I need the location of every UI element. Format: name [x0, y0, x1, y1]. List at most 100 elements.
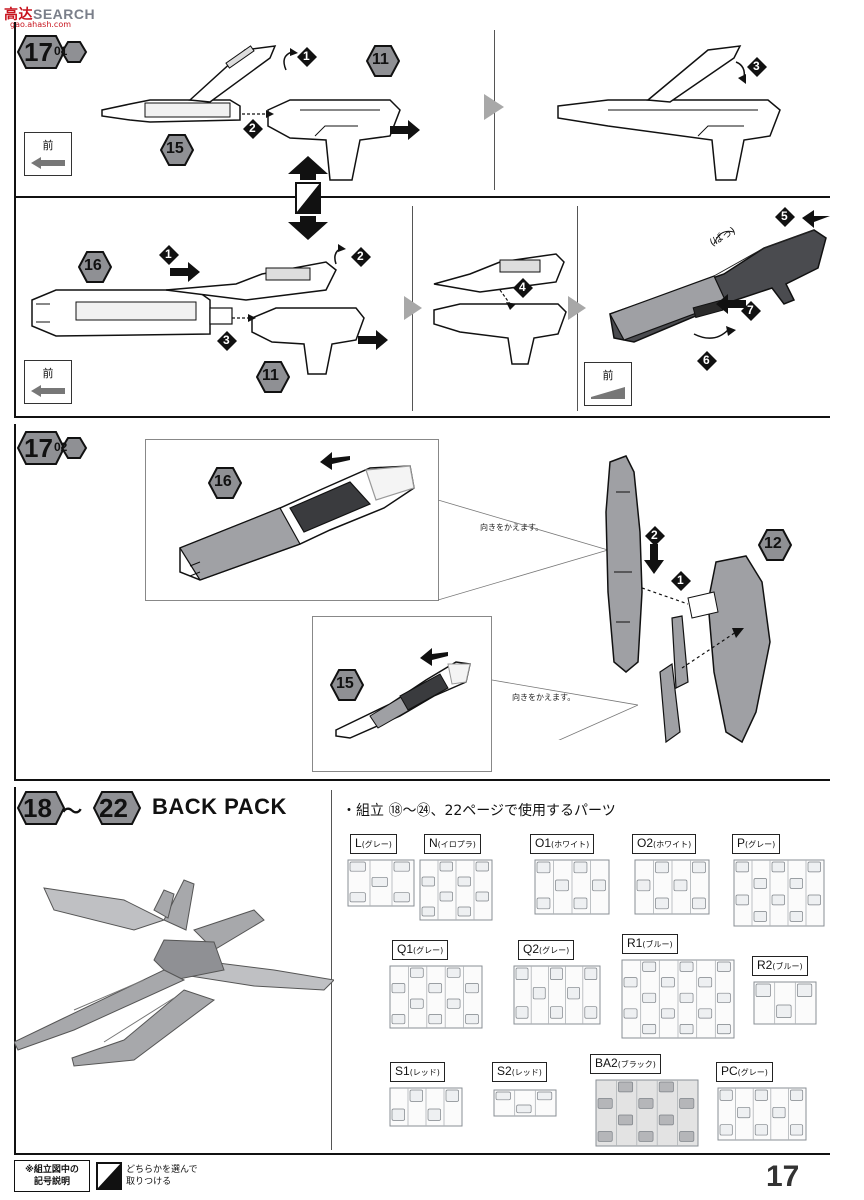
part-16-detail-drawing [179, 452, 415, 581]
part-num-12: 12 [764, 535, 782, 552]
part-hex-15-detail [329, 668, 365, 707]
page-number: 17 [766, 1160, 800, 1193]
progress-arrow-icon-b [404, 296, 422, 320]
part-num-11-b: 11 [262, 367, 279, 384]
runner-code: Q2 [523, 942, 540, 956]
section-18-22-divider [331, 790, 332, 1150]
part-num-15-top: 15 [166, 140, 184, 157]
rifle-assembly-drawing-a [101, 45, 420, 181]
step-badge-17-02 [16, 430, 88, 471]
runner-color-note: (グレー) [539, 946, 570, 955]
arrow-step-badge-2a [242, 118, 264, 145]
runner-code: L [355, 836, 362, 850]
runner-color-note: (レッド) [511, 1068, 542, 1077]
arrow-num-5: 5 [781, 209, 788, 223]
front-direction-box-c: 前 [584, 362, 632, 406]
step-sub-01: 01 [54, 44, 68, 58]
step-number-18: 18 [23, 793, 52, 823]
runner-color-note: (レッド) [409, 1068, 440, 1077]
step-range-tilde: 〜 [62, 799, 82, 823]
runner-label-n: N(イロプラ) [424, 834, 481, 854]
arrow-step-badge-1c [670, 570, 692, 597]
leader-lines [438, 500, 638, 740]
back-pack-title: BACK PACK [152, 794, 287, 819]
arrow-num-1a: 1 [303, 49, 310, 63]
arrow-step-badge-3b [216, 330, 238, 357]
part-num-15-detail: 15 [336, 675, 354, 692]
rifle-assembly-drawing-b [31, 244, 388, 375]
shield-assembly-drawing [605, 455, 771, 744]
runner-label-s2: S2(レッド) [492, 1062, 547, 1082]
runner-label-r2: R2(ブルー) [752, 956, 808, 976]
arrow-step-badge-7 [740, 300, 762, 327]
runner-code: Q1 [397, 942, 414, 956]
runner-label-p: P(グレー) [732, 834, 781, 854]
front-label-b: 前 [42, 367, 54, 380]
step-badge-17-01 [16, 34, 88, 70]
runner-label-l: L(グレー) [350, 834, 397, 854]
progress-arrow-icon-a [484, 94, 504, 120]
runner-code: R1 [627, 936, 643, 950]
arrow-step-badge-4 [512, 277, 534, 304]
runner-color-note: (グレー) [745, 840, 776, 849]
part-hex-11-top [365, 44, 401, 83]
part-hex-16-b [77, 250, 113, 289]
step-number-22: 22 [99, 793, 128, 823]
legend-text-line-1: どちらかを選んで [126, 1165, 198, 1175]
runner-sprue-q2 [513, 965, 601, 1025]
front-arrow-icon-a [31, 157, 65, 169]
runner-code: S2 [497, 1064, 512, 1078]
section-17-02-left-border [14, 424, 16, 780]
front-arrow-icon-c [591, 387, 625, 399]
front-label-a: 前 [42, 139, 54, 152]
back-pack-drawing [14, 879, 334, 1067]
runner-color-note: (ホワイト) [551, 840, 590, 849]
runner-sprue-s1 [389, 1087, 463, 1127]
runner-color-note: (ブルー) [772, 962, 803, 971]
watermark-char-b: 达 [18, 6, 33, 22]
section-17-01-left-border [14, 22, 16, 417]
runner-color-note: (ブルー) [642, 940, 673, 949]
runner-code: PC [721, 1064, 738, 1078]
arrow-step-badge-2c [644, 525, 666, 552]
arrow-num-2a: 2 [249, 121, 256, 135]
choose-one-symbol [288, 156, 328, 240]
arrow-num-2c: 2 [651, 528, 658, 542]
runner-color-note: (ホワイト) [653, 840, 692, 849]
runner-label-q1: Q1(グレー) [392, 940, 449, 960]
runner-label-pc: PC(グレー) [716, 1062, 773, 1082]
arrow-num-2b: 2 [357, 249, 364, 263]
step-sub-02: 02 [54, 440, 68, 454]
runner-sprue-pc [717, 1087, 807, 1141]
legend-title-line-2: 記号説明 [33, 1177, 70, 1187]
runner-code: N [429, 836, 438, 850]
part-15-detail-drawing [335, 648, 471, 739]
section-17-01-mid-divider [14, 196, 830, 198]
runner-sprue-p [733, 859, 825, 927]
watermark-char-a: 高 [4, 6, 19, 22]
step-badge-17-02-shape [16, 431, 88, 465]
reverse-note-b: 向きをかえます。 [512, 693, 576, 702]
reverse-note-a: 向きをかえます。 [480, 523, 544, 532]
arrow-num-1c: 1 [677, 573, 684, 587]
section-17-02-bottom-border [14, 779, 830, 781]
runner-sprue-o2 [634, 859, 710, 915]
arrow-num-3a: 3 [753, 59, 760, 73]
section-18-22-bottom-border [14, 1153, 830, 1155]
runner-color-note: (グレー) [737, 1068, 768, 1077]
rifle-closed-drawing [557, 45, 781, 181]
step-number-17b: 17 [24, 433, 53, 463]
runner-code: S1 [395, 1064, 410, 1078]
runner-label-q2: Q2(グレー) [518, 940, 575, 960]
step-badge-17-01-shape [16, 35, 88, 69]
runner-label-s1: S1(レッド) [390, 1062, 445, 1082]
arrow-step-badge-6 [696, 350, 718, 377]
legend-title-line-1: ※組立図中の [25, 1165, 79, 1175]
watermark-search: SEARCH [33, 6, 96, 22]
watermark-url: gao.ahash.com [10, 20, 72, 29]
runner-label-ba2: BA2(ブラック) [590, 1054, 661, 1074]
front-direction-box-b: 前 [24, 360, 72, 404]
runner-sprue-s2 [493, 1089, 557, 1117]
part-hex-16-detail [207, 466, 243, 505]
arrow-step-badge-3a [746, 56, 768, 83]
